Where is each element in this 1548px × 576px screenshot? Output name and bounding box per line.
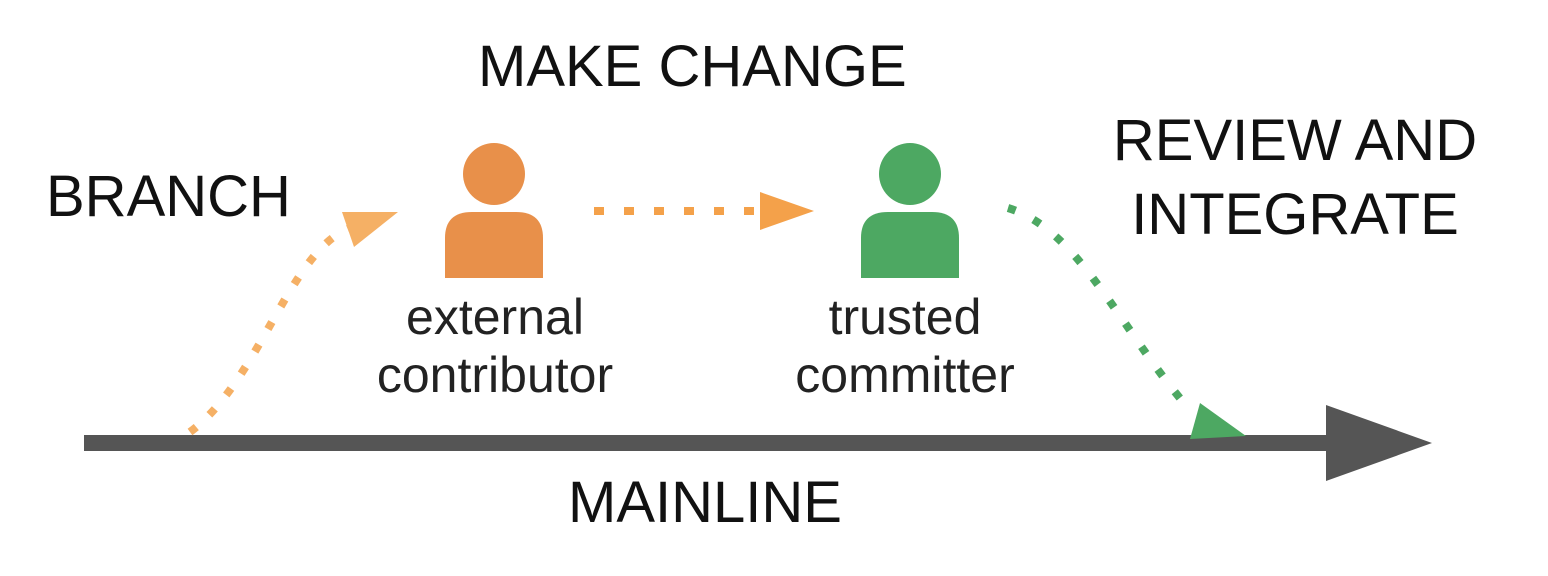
branch-arrowhead bbox=[342, 212, 398, 247]
external-label-line1: external bbox=[406, 289, 584, 345]
external-label-line2: contributor bbox=[376, 347, 614, 403]
branch-path bbox=[187, 224, 352, 436]
review-label-line1: REVIEW AND bbox=[1112, 108, 1478, 173]
trusted-committer-label: trusted committer bbox=[760, 292, 1050, 408]
mainline-label: MAINLINE bbox=[568, 470, 842, 535]
branch-label: BRANCH bbox=[46, 164, 291, 229]
make-change-arrowhead bbox=[760, 192, 814, 230]
trusted-label-line1: trusted bbox=[828, 289, 982, 345]
make-change-label: MAKE CHANGE bbox=[478, 34, 907, 99]
review-and-integrate-label: REVIEW AND INTEGRATE bbox=[1100, 112, 1490, 260]
mainline-arrowhead bbox=[1326, 405, 1432, 481]
trusted-label-line2: committer bbox=[795, 347, 1015, 403]
review-label-line2: INTEGRATE bbox=[1131, 182, 1459, 247]
trusted-committer-person-icon bbox=[861, 143, 959, 278]
external-contributor-label: external contributor bbox=[340, 292, 650, 408]
external-contributor-person-icon bbox=[445, 143, 543, 278]
integrate-path bbox=[1006, 204, 1194, 413]
integrate-arrowhead bbox=[1190, 403, 1246, 439]
